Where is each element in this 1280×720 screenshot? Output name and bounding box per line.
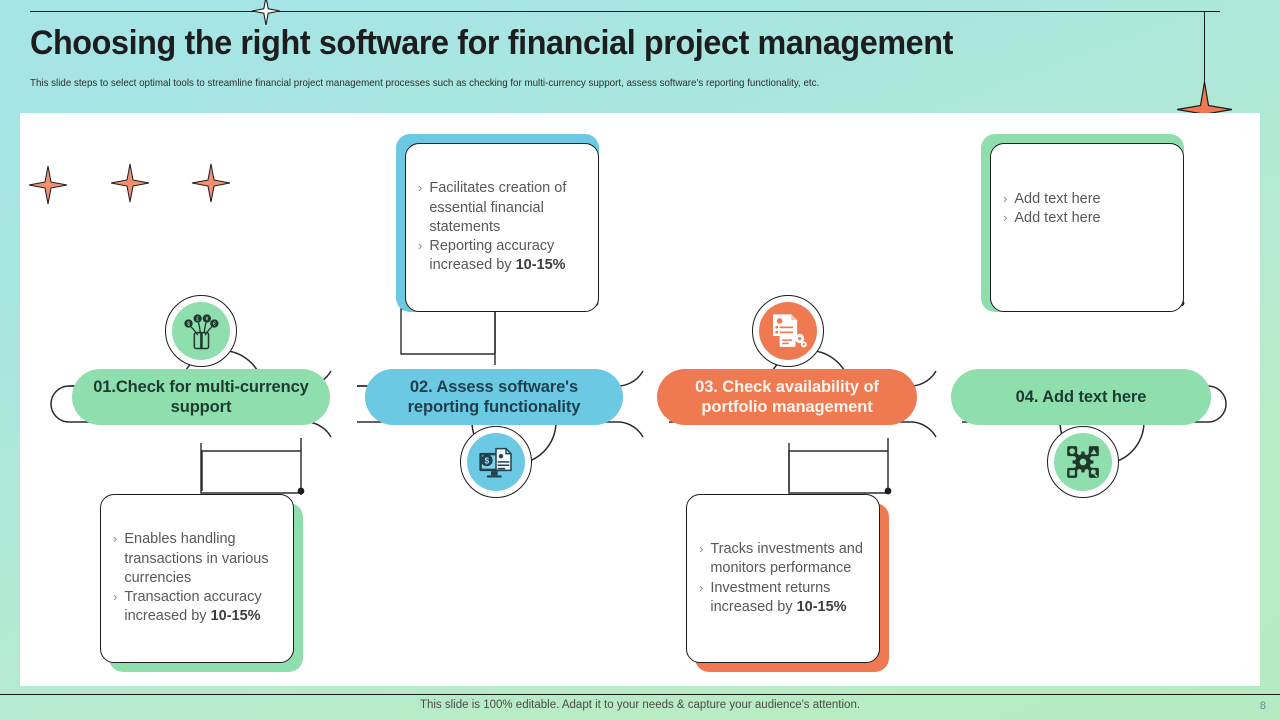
- card-3-bullet-1-text: Tracks investments and monitors performa…: [710, 540, 863, 577]
- card-4-face: › Add text here › Add text here: [990, 143, 1184, 312]
- card-3-bullet-2-bold: 10-15%: [796, 598, 847, 615]
- card-4-bullet-2-text: Add text here: [1014, 210, 1101, 227]
- page-subtitle: This slide steps to select optimal tools…: [30, 77, 820, 89]
- slide-footer: This slide is 100% editable. Adapt it to…: [0, 694, 1280, 720]
- step-pill-3[interactable]: 03. Check availability of portfolio mana…: [657, 369, 917, 425]
- step-pill-3-label: 03. Check availability of portfolio mana…: [695, 377, 879, 416]
- chevron-right-icon: ›: [113, 531, 118, 547]
- content-card-1[interactable]: › Enables handling transactions in vario…: [100, 494, 303, 672]
- card-2-bullet-1: › Facilitates creation of essential fina…: [418, 179, 584, 237]
- card-4-bullet-1-text: Add text here: [1014, 191, 1101, 207]
- content-card-2[interactable]: › Facilitates creation of essential fina…: [396, 134, 599, 312]
- step-icon-1[interactable]: $ £ ¥ €: [165, 295, 237, 367]
- step-icon-4[interactable]: [1047, 426, 1119, 498]
- decorative-star-1-icon: [28, 165, 68, 205]
- chevron-right-icon: ›: [113, 589, 118, 605]
- chevron-right-icon: ›: [699, 579, 704, 595]
- settings-network-icon: [1067, 446, 1099, 478]
- page-title: Choosing the right software for financia…: [30, 24, 953, 62]
- card-2-bullet-2-bold: 10-15%: [515, 257, 566, 274]
- svg-text:$: $: [187, 322, 190, 328]
- decorative-vertical-line: [1204, 11, 1205, 99]
- step-icon-2[interactable]: $: [460, 426, 532, 498]
- four-point-star-filled-icon: [1177, 82, 1232, 137]
- card-3-bullet-1: › Tracks investments and monitors perfor…: [699, 540, 865, 579]
- header-top-rule: [30, 11, 1220, 12]
- card-1-bullet-1: › Enables handling transactions in vario…: [113, 530, 279, 588]
- footer-rule: [0, 694, 1280, 695]
- chevron-right-icon: ›: [1003, 191, 1008, 206]
- card-1-bullet-2-bold: 10-15%: [210, 608, 261, 625]
- content-card-3[interactable]: › Tracks investments and monitors perfor…: [686, 494, 889, 672]
- chevron-right-icon: ›: [418, 180, 423, 196]
- step-pill-4[interactable]: 04. Add text here: [951, 369, 1211, 425]
- chevron-right-icon: ›: [1003, 210, 1008, 226]
- step-icon-3[interactable]: [752, 295, 824, 367]
- decorative-star-3-icon: [191, 163, 231, 203]
- financial-report-monitor-icon: $: [479, 447, 512, 478]
- card-1-bullet-2: › Transaction accuracy increased by 10-1…: [113, 588, 279, 627]
- card-4-bullet-1: › Add text here: [1003, 190, 1169, 209]
- content-card-4[interactable]: › Add text here › Add text here: [981, 134, 1184, 312]
- card-1-bullet-1-text: Enables handling transactions in various…: [124, 531, 269, 586]
- svg-text:¥: ¥: [205, 317, 208, 323]
- card-1-face: › Enables handling transactions in vario…: [100, 494, 294, 663]
- step-pill-4-label: 04. Add text here: [1015, 387, 1147, 406]
- footer-note: This slide is 100% editable. Adapt it to…: [419, 699, 861, 711]
- step-pill-2-label: 02. Assess software's reporting function…: [407, 377, 581, 416]
- card-2-bullet-1-text: Facilitates creation of essential financ…: [429, 180, 567, 235]
- card-4-bullet-2: › Add text here: [1003, 209, 1169, 228]
- svg-text:$: $: [485, 456, 490, 466]
- multi-currency-card-icon: $ £ ¥ €: [184, 314, 219, 350]
- chevron-right-icon: ›: [699, 540, 704, 556]
- card-2-bullet-2: › Reporting accuracy increased by 10-15%: [418, 237, 584, 276]
- card-1-bullet-2-text: Transaction accuracy increased by: [124, 589, 262, 625]
- card-2-face: › Facilitates creation of essential fina…: [405, 143, 599, 312]
- card-2-bullet-2-text: Reporting accuracy increased by: [429, 238, 555, 274]
- portfolio-document-gears-icon: [773, 314, 807, 348]
- slide-header: Choosing the right software for financia…: [0, 0, 1280, 137]
- slide-canvas: 01.Check for multi-currency support 02. …: [20, 113, 1260, 686]
- svg-text:€: €: [213, 322, 216, 328]
- decorative-star-2-icon: [110, 163, 150, 203]
- card-3-bullet-2-text: Investment returns increased by: [710, 579, 831, 615]
- card-3-bullet-2: › Investment returns increased by 10-15%: [699, 579, 865, 618]
- step-pill-1[interactable]: 01.Check for multi-currency support: [72, 369, 330, 425]
- chevron-right-icon: ›: [418, 238, 423, 254]
- four-point-star-outline-icon: [252, 0, 280, 25]
- step-pill-1-label: 01.Check for multi-currency support: [93, 377, 309, 416]
- svg-text:£: £: [196, 317, 199, 323]
- page-number: 8: [1259, 700, 1266, 712]
- card-3-face: › Tracks investments and monitors perfor…: [686, 494, 880, 663]
- step-pill-2[interactable]: 02. Assess software's reporting function…: [365, 369, 623, 425]
